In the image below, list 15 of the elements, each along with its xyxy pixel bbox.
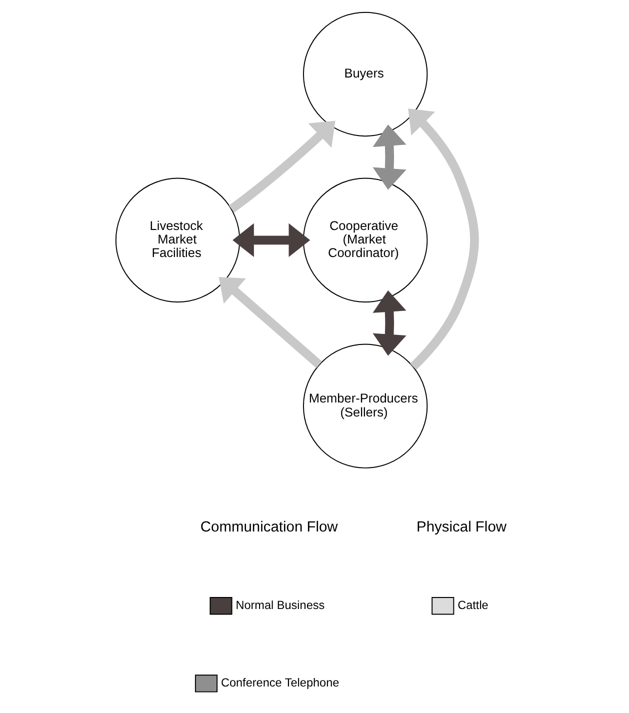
arrow xyxy=(408,108,478,370)
node-circle: Buyers xyxy=(302,12,428,137)
arrow xyxy=(218,276,322,368)
legend-label: Normal Business xyxy=(235,598,324,612)
arrow xyxy=(372,124,406,190)
arrow xyxy=(232,223,310,257)
node-circle: Cooperative (Market Coordinator) xyxy=(302,178,428,302)
node-circle: Member-Producers (Sellers) xyxy=(302,344,428,468)
label: Physical Flow xyxy=(416,519,506,536)
arrow xyxy=(228,120,335,213)
node-circle: Livestock Market Facilities xyxy=(114,178,240,302)
legend-label: Cattle xyxy=(457,598,488,612)
label: Communication Flow xyxy=(200,519,338,536)
arrow xyxy=(372,290,406,356)
legend-label: Conference Telephone xyxy=(220,676,339,690)
